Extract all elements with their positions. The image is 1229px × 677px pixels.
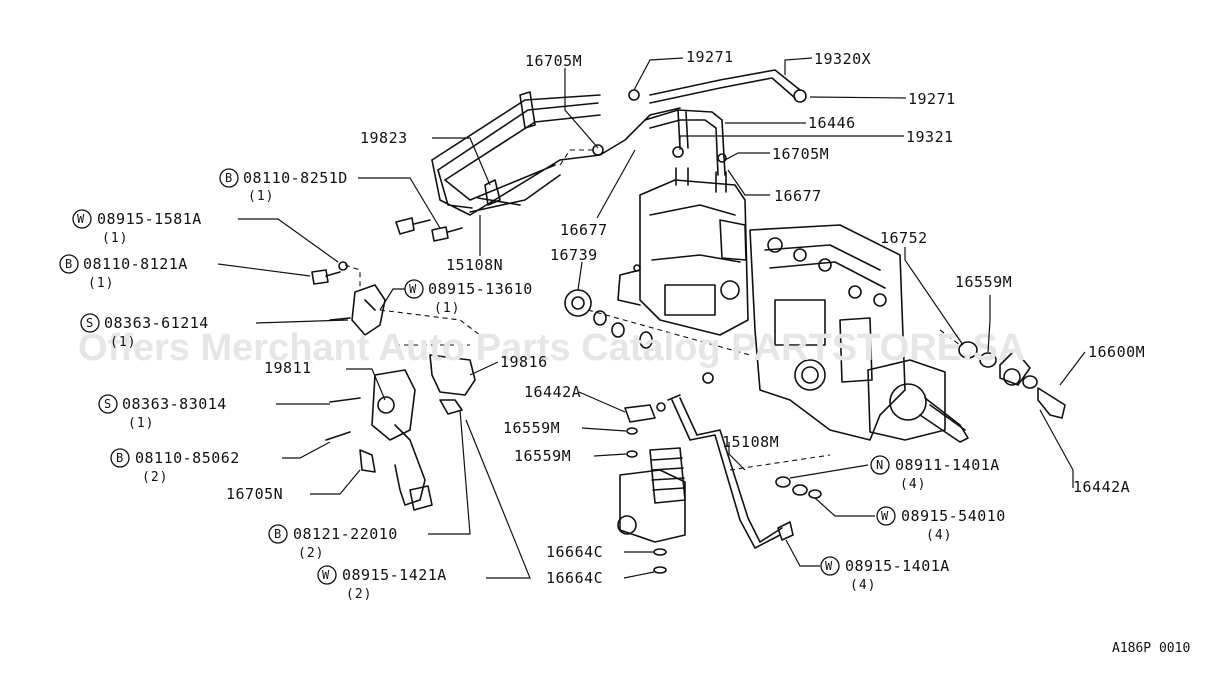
label-16442A-mid: 16442A (524, 383, 581, 401)
label-16752: 16752 (880, 229, 928, 247)
label-19271-top: 19271 (686, 48, 734, 66)
screw-marker-circle (80, 313, 100, 333)
screw-marker: S (104, 397, 111, 411)
bolt-marker-circle (268, 524, 288, 544)
label-16559M-b: 16559M (514, 447, 571, 465)
bolt-marker-circle (59, 254, 79, 274)
label-08911-1401A: 08911-1401A (895, 456, 1000, 474)
label-16677-right: 16677 (774, 187, 822, 205)
bolt-marker-circle (110, 448, 130, 468)
label-16559M-a: 16559M (503, 419, 560, 437)
qty-08110-85062: (2) (142, 470, 168, 485)
bolt-marker: B (274, 527, 281, 541)
label-08915-54010: 08915-54010 (901, 507, 1006, 525)
label-08915-1401A: 08915-1401A (845, 557, 950, 575)
qty-08915-1421A: (2) (346, 587, 372, 602)
lever-bracket-assembly (311, 261, 481, 511)
qty-08363-61214: (1) (110, 335, 136, 350)
qty-08110-8121A: (1) (88, 276, 114, 291)
label-08121-22010: 08121-22010 (293, 525, 398, 543)
label-08915-1581A: 08915-1581A (97, 210, 202, 228)
label-08915-13610: 08915-13610 (428, 280, 533, 298)
qty-08915-1401A: (4) (850, 578, 876, 593)
label-16677-left: 16677 (560, 221, 608, 239)
qty-08121-22010: (2) (298, 546, 324, 561)
washer-marker: W (77, 212, 85, 226)
bolt-marker: B (65, 257, 72, 271)
label-19816: 19816 (500, 353, 548, 371)
label-19823: 19823 (360, 129, 408, 147)
label-08363-61214: 08363-61214 (104, 314, 209, 332)
label-16442A-right: 16442A (1073, 478, 1130, 496)
washer-marker-circle (317, 565, 337, 585)
label-16600M: 16600M (1088, 343, 1145, 361)
label-15108M: 15108M (722, 433, 779, 451)
label-16664C-a: 16664C (546, 543, 603, 561)
watermark-text: Offers Merchant Auto Parts Catalog PARTS… (78, 327, 1025, 369)
washer-marker-circle (820, 556, 840, 576)
label-08110-8121A: 08110-8121A (83, 255, 188, 273)
qty-08363-83014: (1) (128, 416, 154, 431)
qty-08110-8251D: (1) (248, 189, 274, 204)
washer-marker: W (322, 568, 330, 582)
nut-marker: N (876, 458, 883, 472)
nut-marker-circle (870, 455, 890, 475)
fuel-filter-and-pipe (564, 264, 1066, 574)
washer-marker-circle (404, 279, 424, 299)
qty-08915-54010: (4) (926, 528, 952, 543)
label-16559M-right: 16559M (955, 273, 1012, 291)
washer-marker-circle (72, 209, 92, 229)
label-19320X: 19320X (814, 50, 871, 68)
fuel-pipe-assembly (395, 69, 807, 242)
label-19321: 19321 (906, 128, 954, 146)
label-16664C-b: 16664C (546, 569, 603, 587)
diagram-reference-code: A186P 0010 (1112, 641, 1190, 656)
label-08915-1421A: 08915-1421A (342, 566, 447, 584)
label-19811: 19811 (264, 359, 312, 377)
screw-marker-circle (98, 394, 118, 414)
qty-08915-13610: (1) (434, 301, 460, 316)
qty-08911-1401A: (4) (900, 477, 926, 492)
label-16705M-mid: 16705M (772, 145, 829, 163)
label-16705M-top: 16705M (525, 52, 582, 70)
label-15108N: 15108N (446, 256, 503, 274)
label-19271-right: 19271 (908, 90, 956, 108)
washer-marker: W (825, 559, 833, 573)
washer-marker: W (881, 509, 889, 523)
washer-marker-circle (876, 506, 896, 526)
label-16705N: 16705N (226, 485, 283, 503)
part-labels: 16705M 19271 19320X 19271 16446 19321 19… (59, 48, 1190, 656)
washer-marker: W (409, 282, 417, 296)
bolt-marker: B (116, 451, 123, 465)
label-16739: 16739 (550, 246, 598, 264)
injection-pump-body (617, 167, 969, 443)
bolt-marker: B (225, 171, 232, 185)
qty-08915-1581A: (1) (102, 231, 128, 246)
label-16446: 16446 (808, 114, 856, 132)
bolt-marker-circle (219, 168, 239, 188)
label-08363-83014: 08363-83014 (122, 395, 227, 413)
leader-lines (217, 57, 1086, 579)
screw-marker: S (86, 316, 93, 330)
label-08110-85062: 08110-85062 (135, 449, 240, 467)
label-08110-8251D: 08110-8251D (243, 169, 348, 187)
